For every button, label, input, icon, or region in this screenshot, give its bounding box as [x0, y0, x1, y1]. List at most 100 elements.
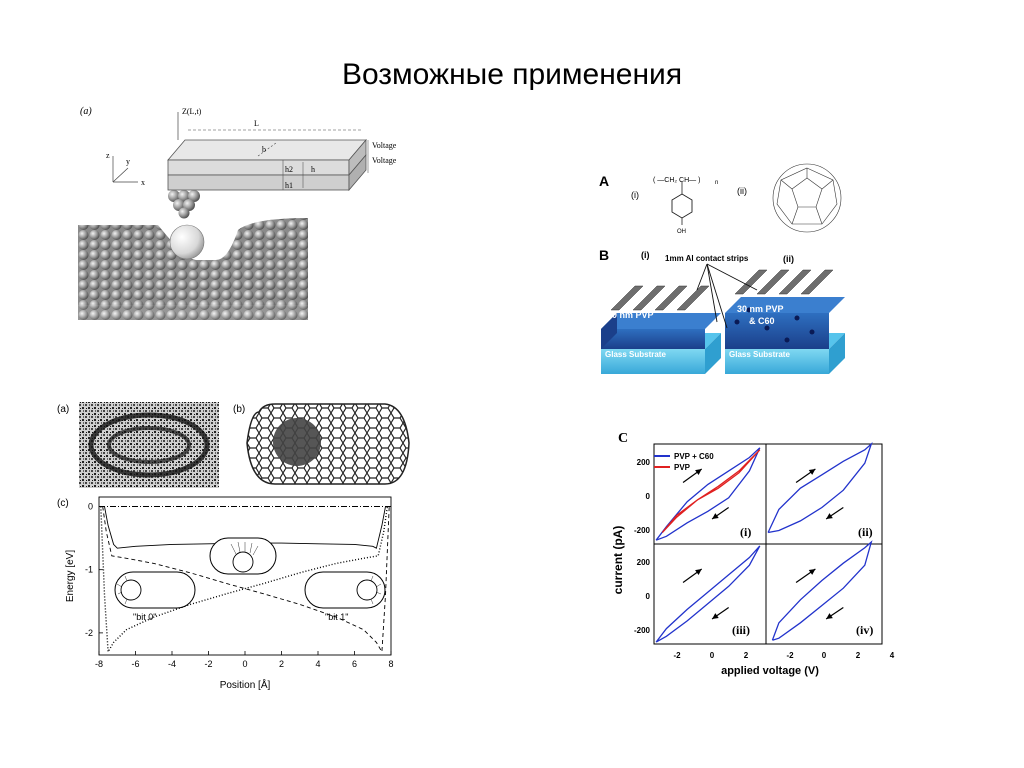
- iv-loop-pvp-c60: [771, 540, 873, 641]
- iv-arrowhead: [808, 569, 816, 575]
- iv-xlabel: applied voltage (V): [721, 665, 819, 677]
- iv-plot: [653, 441, 883, 645]
- device-right: [725, 269, 845, 374]
- iv-arrowhead: [695, 469, 702, 475]
- label-voltage-top: Voltage: [372, 141, 397, 150]
- label-length: L: [254, 119, 259, 128]
- energy-xtick-label: -2: [204, 659, 212, 669]
- iv-panel-iv: (iv): [856, 623, 873, 637]
- glass-substrate-right: Glass Substrate: [729, 350, 790, 359]
- atomic-surface-base: [78, 290, 308, 320]
- iv-arrowhead: [826, 613, 833, 619]
- cantilever-beam: [167, 138, 367, 192]
- cantilever-figure: (a) Z(L,t) L b h2 h h1 Voltage Voltage z…: [78, 100, 397, 326]
- inset-bit1: [304, 571, 386, 609]
- energy-ytick-label: 0: [88, 501, 93, 511]
- iv-loop-pvp: [661, 449, 761, 533]
- xtick-m2-right: -2: [786, 651, 794, 660]
- label-h1: h1: [285, 181, 293, 190]
- iv-figure: C current (pA) applied voltage (V) PVP +…: [611, 412, 908, 690]
- legend-pvp: PVP: [674, 463, 691, 472]
- pvp-device-svg: A (i) ( —CH₂ CH— ) n OH (ii) B (i) 1mm A…: [599, 163, 845, 374]
- energy-xtick-label: 6: [352, 659, 357, 669]
- energy-xtick-label: -8: [95, 659, 103, 669]
- panel-label-C: C: [618, 431, 628, 446]
- axes-glyph: [112, 156, 138, 183]
- label-ii-B: (ii): [783, 254, 794, 264]
- iv-arrowhead: [695, 569, 702, 575]
- contact-strips-label: 1mm Al contact strips: [665, 254, 749, 263]
- panel-label-A: A: [599, 173, 609, 189]
- benzene-ring: [671, 193, 693, 219]
- label-oh: OH: [677, 229, 686, 235]
- label-i-A: (i): [631, 190, 639, 200]
- iv-panel-i: (i): [740, 525, 751, 539]
- panel-label-b-tube: (b): [233, 404, 245, 415]
- pvp-layer-left: 30 nm PVP: [607, 310, 654, 320]
- energy-ytick-label: -2: [85, 628, 93, 638]
- panel-label-c-plot: (c): [57, 498, 69, 509]
- strip-pointers: [696, 263, 758, 329]
- iv-loop-pvp-c60: [767, 441, 873, 534]
- panel-label-a: (a): [80, 106, 92, 117]
- axis-x-label: x: [141, 178, 145, 187]
- subscript-n: n: [715, 180, 718, 186]
- pvp-layer-right-1: 30 nm PVP: [737, 304, 784, 314]
- label-ii-A: (ii): [737, 186, 747, 196]
- atomic-surface: [78, 218, 308, 305]
- tip-cluster: [168, 190, 200, 219]
- pvp-layer-right-2: & C60: [749, 316, 775, 326]
- xtick-m2-left: -2: [673, 651, 681, 660]
- energy-xlabel: Position [Å]: [220, 678, 271, 691]
- xtick-2-right: 2: [856, 651, 861, 660]
- energy-xtick-label: -4: [168, 659, 176, 669]
- iv-panel-iii: (iii): [732, 623, 750, 637]
- label-z-lt: Z(L,t): [182, 107, 202, 116]
- iv-loop-pvp-c60: [655, 447, 761, 541]
- ytick-200-top: 200: [637, 458, 651, 467]
- iv-panel-ii: (ii): [858, 525, 873, 539]
- monomer-formula: ( —CH₂ CH— ): [653, 177, 700, 184]
- axis-z-label: z: [106, 151, 110, 160]
- label-voltage-bottom: Voltage: [372, 156, 397, 165]
- bit1-label: "bit 1": [325, 612, 348, 622]
- label-i-B: (i): [641, 250, 650, 260]
- device-left: [601, 285, 721, 374]
- legend-pvp-c60: PVP + C60: [674, 452, 714, 461]
- iv-loop-pvp-c60: [655, 545, 761, 643]
- energy-xtick-label: 2: [279, 659, 284, 669]
- encapsulated-fullerene: [273, 418, 321, 466]
- xtick-2-left: 2: [744, 651, 749, 660]
- energy-curve-dotted: [100, 506, 389, 655]
- panel-label-a-tem: (a): [57, 404, 69, 415]
- ytick-200-bottom: 200: [637, 558, 651, 567]
- label-width: b: [262, 145, 266, 154]
- iv-ylabel: current (pA): [611, 526, 625, 595]
- glass-substrate-left: Glass Substrate: [605, 350, 666, 359]
- energy-ylabel: Energy [eV]: [65, 550, 76, 602]
- energy-xtick-label: 8: [388, 659, 393, 669]
- iv-arrowhead: [712, 613, 719, 619]
- label-h2: h2: [285, 165, 293, 174]
- iv-arrowhead: [712, 513, 719, 519]
- energy-xtick-label: 4: [315, 659, 320, 669]
- ytick-m200-top: -200: [634, 526, 651, 535]
- cantilever-svg: (a) Z(L,t) L b h2 h h1 Voltage Voltage z…: [78, 106, 397, 320]
- energy-ytick-label: -1: [85, 565, 93, 575]
- slide-title: Возможные применения: [341, 58, 683, 91]
- fullerene-molecule: [169, 224, 205, 260]
- energy-xtick-label: -6: [131, 659, 139, 669]
- iv-svg: C current (pA) applied voltage (V) PVP +…: [611, 431, 895, 677]
- ytick-0-bottom: 0: [646, 592, 651, 601]
- pvp-device-figure: A (i) ( —CH₂ CH— ) n OH (ii) B (i) 1mm A…: [597, 162, 865, 374]
- energy-curve-dashed: [102, 506, 390, 654]
- inset-center: [209, 537, 277, 575]
- iv-panel-frame: [765, 543, 883, 645]
- ytick-m200-bottom: -200: [634, 626, 651, 635]
- ytick-0-top: 0: [646, 492, 651, 501]
- iv-arrowhead: [808, 469, 816, 475]
- bit0-label: "bit 0": [133, 612, 156, 622]
